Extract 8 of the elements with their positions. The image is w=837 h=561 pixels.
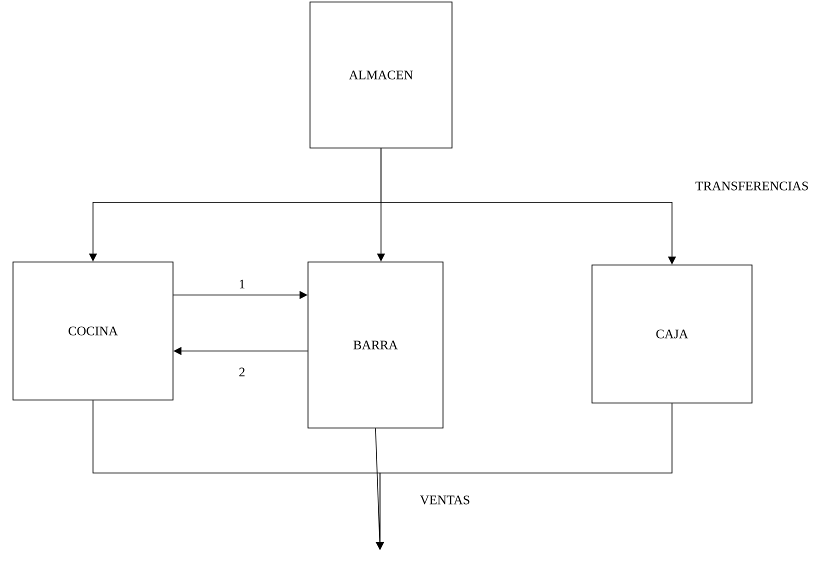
edge-label: TRANSFERENCIAS: [694, 180, 810, 192]
process-box: BARRA: [308, 262, 444, 428]
edge-label: 2: [238, 366, 246, 378]
edge-label: VENTAS: [418, 494, 472, 506]
process-box: ALMACEN: [310, 2, 452, 148]
process-box: COCINA: [12, 262, 174, 400]
edge-label: 1: [238, 278, 246, 290]
process-box: CAJA: [592, 264, 752, 404]
